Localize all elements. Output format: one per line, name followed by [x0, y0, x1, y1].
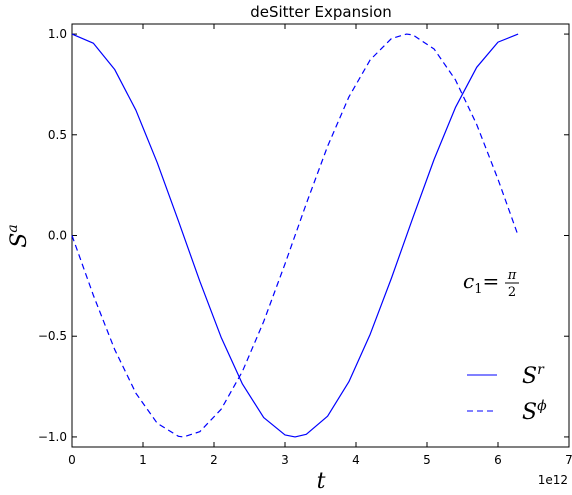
x-offset-label: 1e12 — [538, 473, 568, 487]
legend: Sr Sϕ — [467, 362, 547, 425]
annotation-denominator: 2 — [508, 285, 516, 300]
y-tick-label: −1.0 — [38, 430, 67, 444]
y-axis-label: Sa — [5, 224, 32, 247]
chart-title: deSitter Expansion — [250, 3, 392, 21]
annotation-numerator: π — [507, 268, 517, 283]
y-tick-label: 1.0 — [48, 27, 67, 41]
annotation-lhs-sub: 1 — [474, 282, 482, 297]
annotation-c1: c1= π 2 — [463, 268, 519, 300]
legend-label-sphi: Sϕ — [522, 398, 547, 425]
series-line-sr — [71, 33, 519, 438]
svg-text:c1=: c1= — [463, 269, 499, 297]
x-tick-label: 1 — [139, 453, 147, 467]
y-axis-ticks: −1.0 −0.5 0.0 0.5 1.0 — [38, 27, 569, 444]
x-tick-label: 7 — [565, 453, 572, 467]
y-axis-label-sup: a — [5, 224, 21, 232]
x-tick-label: 4 — [352, 453, 360, 467]
y-axis-label-base: S — [7, 233, 32, 248]
x-axis-label: t — [317, 469, 326, 494]
svg-text:Sa: Sa — [5, 224, 32, 247]
x-tick-label: 5 — [423, 453, 431, 467]
y-tick-label: −0.5 — [38, 329, 67, 343]
x-tick-label: 6 — [494, 453, 502, 467]
x-tick-label: 3 — [281, 453, 289, 467]
plot-area — [71, 23, 570, 448]
legend-label-sr: Sr — [522, 362, 545, 389]
annotation-lhs-base: c — [463, 269, 474, 293]
y-tick-label: 0.0 — [48, 229, 67, 243]
series-line-sphi — [71, 33, 519, 438]
x-axis-ticks: 0 1 2 3 4 5 6 7 — [68, 24, 572, 467]
x-tick-label: 2 — [210, 453, 218, 467]
annotation-equals: = — [482, 269, 499, 293]
x-tick-label: 0 — [68, 453, 76, 467]
series-layer — [71, 33, 519, 438]
y-tick-label: 0.5 — [48, 128, 67, 142]
